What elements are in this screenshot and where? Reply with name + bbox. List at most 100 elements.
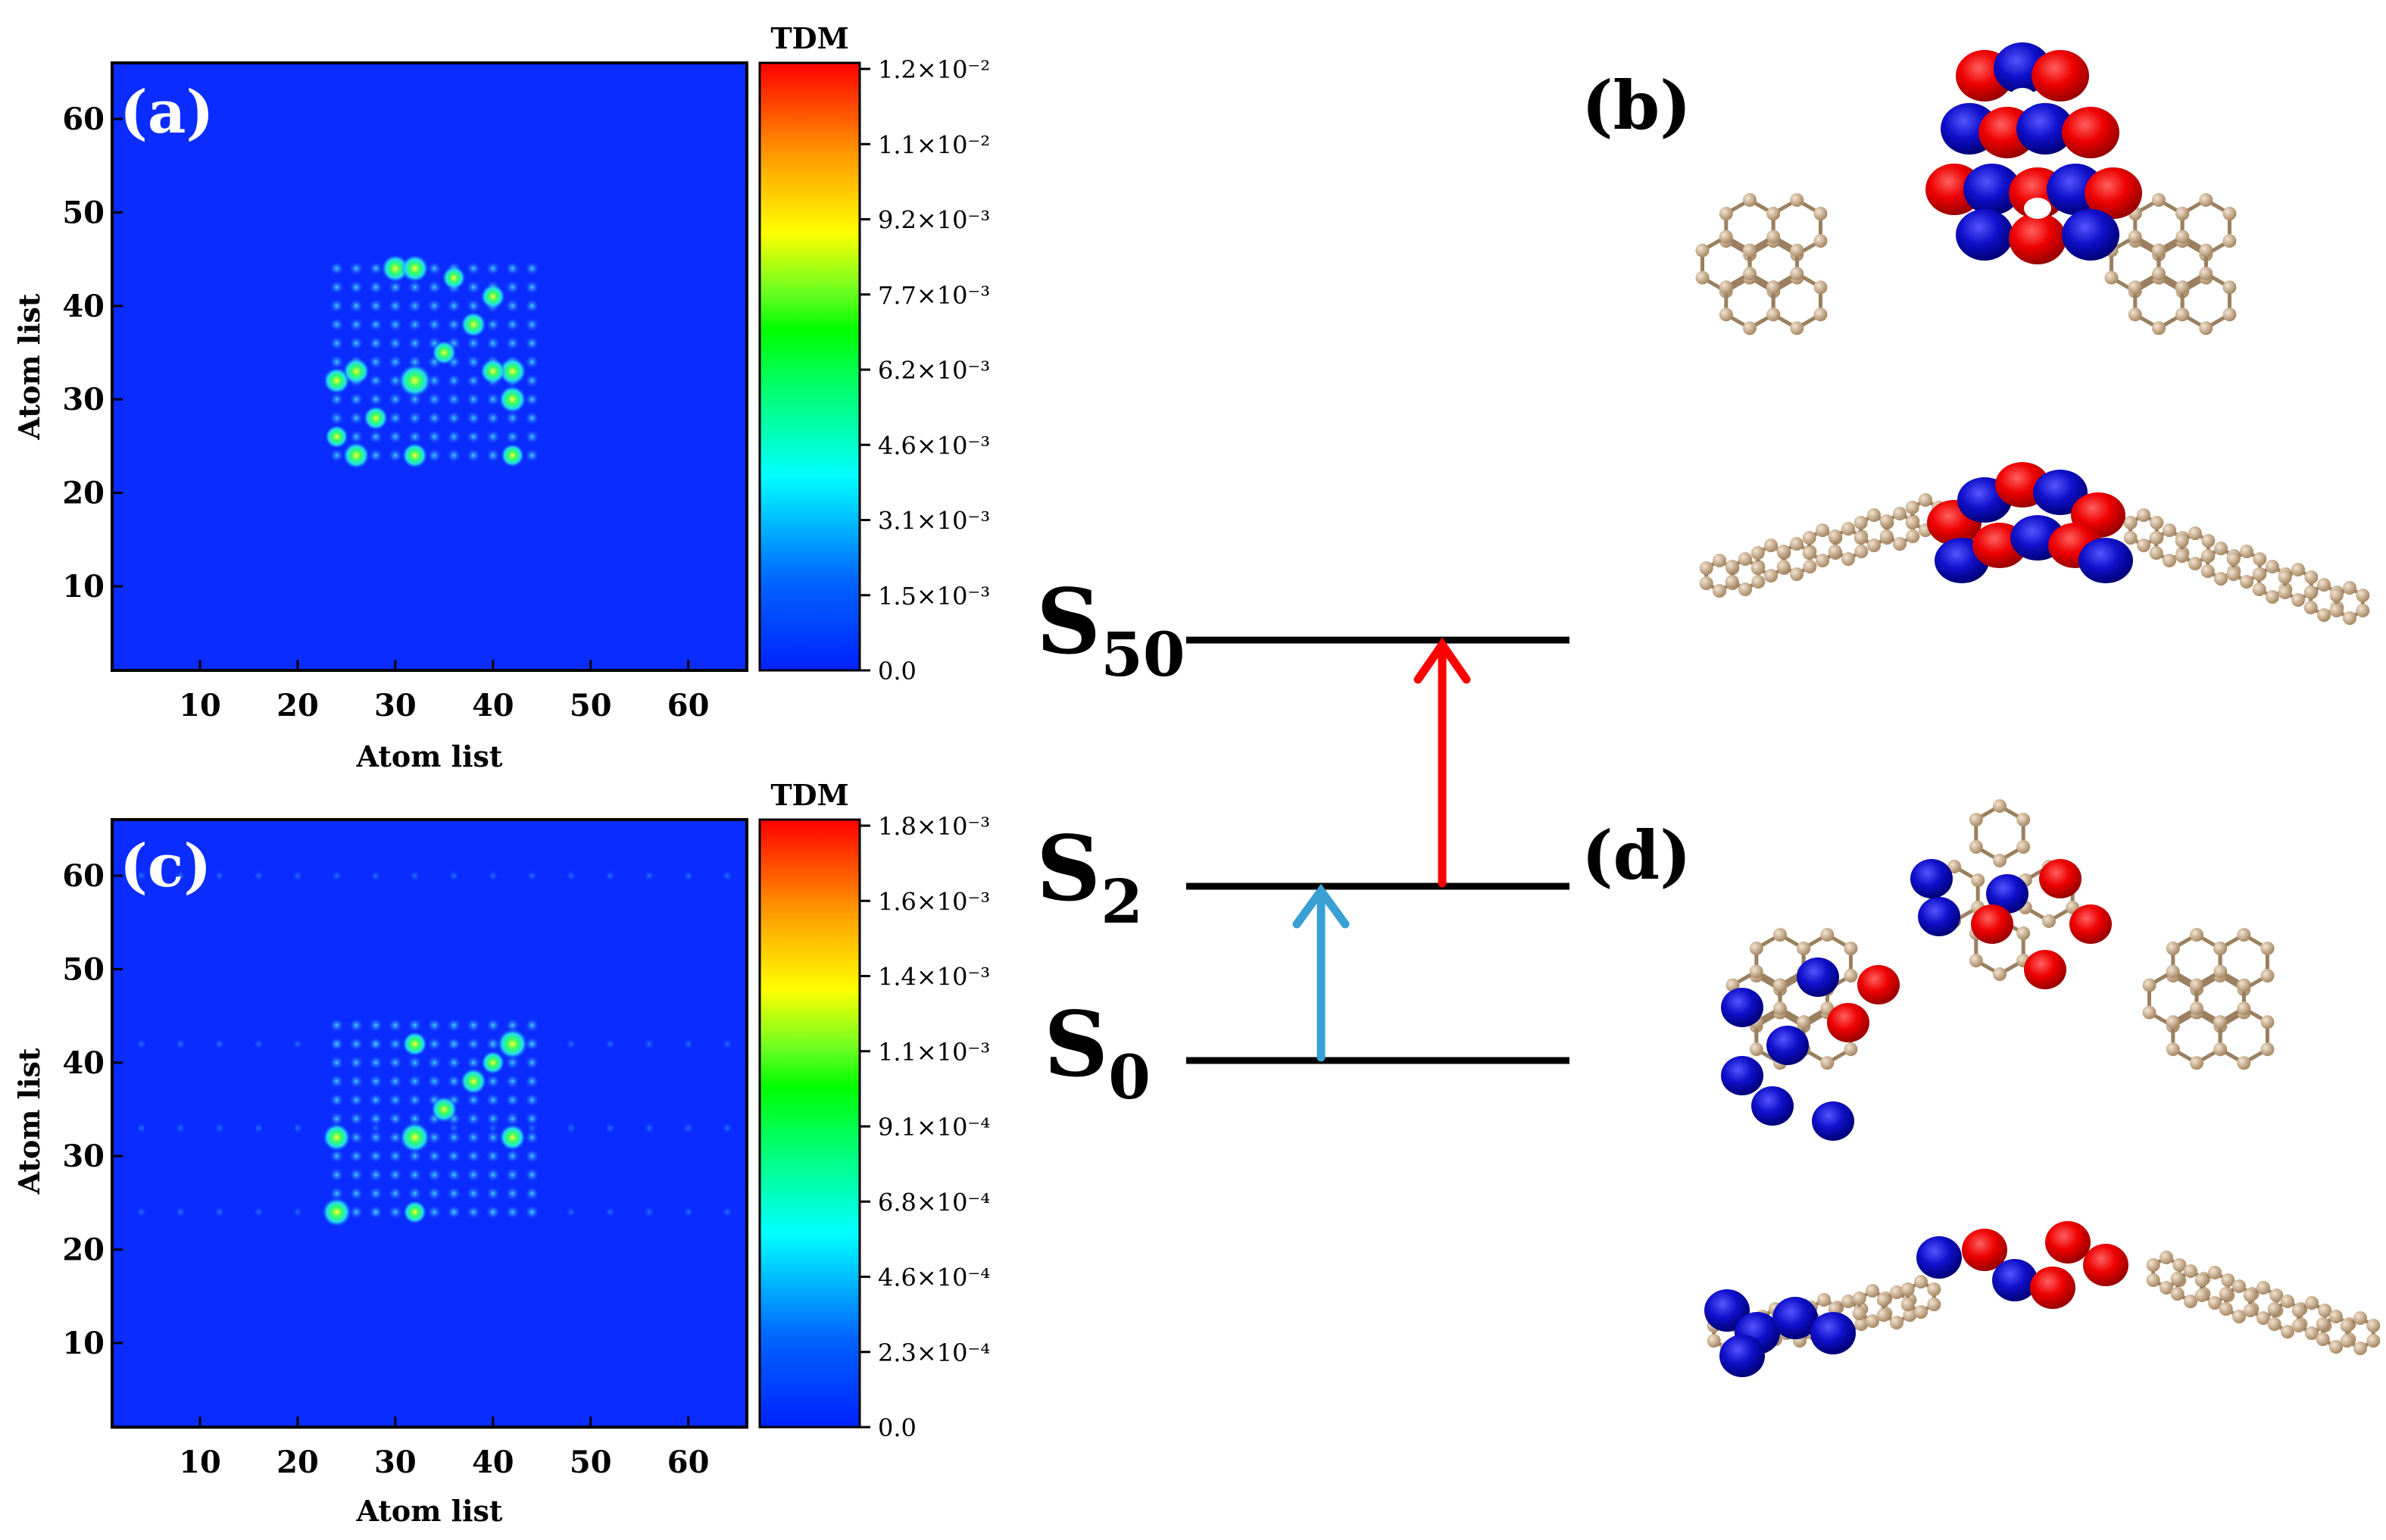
carbon-atom <box>1852 1292 1866 1305</box>
heatmap-a-grid-spot <box>525 392 539 407</box>
heatmap-c-grid-spot <box>388 1149 402 1164</box>
heatmap-a-grid-spot <box>486 448 500 463</box>
heatmap-a-grid-spot <box>467 298 481 313</box>
carbon-atom <box>2142 978 2156 992</box>
heatmap-c-grid-spot <box>427 1186 442 1201</box>
carbon-atom <box>1719 308 1733 322</box>
heatmap-a-peak <box>325 425 348 448</box>
heatmap-a-grid-spot <box>505 261 520 276</box>
heatmap-c-grid-spot <box>486 1093 500 1107</box>
heatmap-a-grid-spot <box>369 280 383 295</box>
carbon-atom <box>2340 1319 2354 1332</box>
heatmap-a-peak <box>498 358 526 386</box>
heatmap-a-y-tick-label: 40 <box>62 289 105 324</box>
carbon-atom <box>2318 1304 2332 1317</box>
carbon-atom <box>2175 549 2189 563</box>
heatmap-c-faint-spot <box>487 1207 498 1218</box>
heatmap-c-faint-spot <box>565 1207 576 1218</box>
carbon-atom <box>2340 1334 2354 1348</box>
heatmap-c-peak <box>431 1096 458 1123</box>
carbon-atom <box>1797 1015 1811 1029</box>
heatmap-a-colorbar-tick-label: 6.2×10⁻³ <box>878 356 990 385</box>
heatmap-c-grid-spot <box>486 1167 500 1182</box>
heatmap-c-y-tick-label: 30 <box>62 1139 105 1174</box>
heatmap-c-faint-spot <box>253 1039 264 1050</box>
negative-lobe <box>1721 1056 1763 1095</box>
carbon-atom <box>2214 572 2228 586</box>
heatmap-a-grid-spot <box>467 411 481 425</box>
level-s2-label: S2 <box>1036 816 1143 937</box>
heatmap-c-faint-spot <box>487 870 498 882</box>
heatmap-a-grid-spot <box>369 392 383 407</box>
heatmap-c-grid-spot <box>505 1167 520 1182</box>
heatmap-c-faint-spot <box>214 1123 225 1134</box>
heatmap-c-grid-spot <box>525 1130 539 1145</box>
heatmap-c-grid-spot <box>427 1074 442 1089</box>
heatmap-c-grid-spot <box>525 1186 539 1201</box>
heatmap-c-faint-spot <box>682 1039 694 1050</box>
heatmap-c-grid-spot <box>467 1093 481 1107</box>
heatmap-c-grid-spot <box>427 1055 442 1070</box>
heatmap-a-grid-spot <box>427 411 442 425</box>
carbon-atom <box>2042 914 2056 928</box>
heatmap-c-grid-spot <box>408 1018 422 1032</box>
molecule-b <box>1695 42 2370 625</box>
heatmap-c-x-tick-label: 30 <box>374 1445 417 1480</box>
carbon-atom <box>2304 570 2319 584</box>
heatmap-c-faint-spot <box>487 1123 498 1134</box>
heatmap-c-grid-spot <box>408 1149 422 1164</box>
heatmap-a-grid-spot <box>427 280 442 295</box>
heatmap-c-faint-spot <box>604 1039 616 1050</box>
heatmap-c-faint-spot <box>722 1123 733 1134</box>
carbon-atom <box>2252 567 2266 581</box>
heatmap-a-grid-spot <box>408 430 422 444</box>
heatmap-c-faint-spot <box>370 870 382 882</box>
heatmap-c-peak <box>481 1051 505 1075</box>
heatmap-c-peak <box>460 1068 487 1095</box>
carbon-atom <box>2152 267 2166 281</box>
heatmap-a-grid-spot <box>447 392 461 407</box>
carbon-atom <box>2353 1342 2367 1355</box>
heatmap-a-grid-spot <box>447 317 461 332</box>
negative-lobe <box>2062 209 2119 261</box>
carbon-atom <box>1750 561 1765 575</box>
heatmap-c-faint-spot <box>644 1123 655 1134</box>
heatmap-c-colorbar-tick-label: 1.1×10⁻³ <box>878 1038 990 1067</box>
carbon-atom <box>1764 539 1778 552</box>
carbon-atom <box>1695 270 1710 285</box>
carbon-atom <box>2219 1302 2233 1316</box>
heatmap-c-grid-spot <box>329 1167 344 1182</box>
carbon-atom <box>2329 589 2344 602</box>
carbon-atom <box>1699 576 1713 590</box>
carbon-atom <box>1927 1282 1941 1296</box>
carbon-atom <box>2194 1289 2209 1302</box>
heatmap-c-grid-spot <box>427 1018 442 1032</box>
heatmap-c-faint-spot <box>526 1207 538 1218</box>
heatmap-a-grid-spot <box>369 298 383 313</box>
carbon-atom <box>1749 964 1763 979</box>
heatmap-a-colorbar-tick-label: 0.0 <box>878 657 917 686</box>
heatmap-c-y-tick-label: 50 <box>62 951 105 987</box>
heatmap-a-grid-spot <box>505 411 520 425</box>
carbon-atom <box>2260 1015 2275 1029</box>
heatmap-c-faint-spot <box>722 1039 733 1050</box>
carbon-atom <box>2237 928 2251 942</box>
carbon-atom <box>2317 578 2331 592</box>
heatmap-c-faint-spot <box>175 1207 186 1218</box>
heatmap-c-grid-spot <box>427 1149 442 1164</box>
positive-lobe <box>1857 965 1900 1004</box>
heatmap-c-grid-spot <box>408 1167 422 1182</box>
heatmap-c-grid-spot <box>427 1037 442 1051</box>
carbon-atom <box>2208 1266 2222 1279</box>
carbon-atom <box>2163 554 2176 567</box>
heatmap-c-faint-spot <box>409 870 420 882</box>
carbon-atom <box>2189 978 2203 992</box>
heatmap-c-grid-spot <box>525 1167 539 1182</box>
heatmap-a-grid-spot <box>427 392 442 407</box>
negative-lobe <box>1719 1335 1765 1377</box>
carbon-atom <box>2226 567 2241 581</box>
carbon-atom <box>1890 1316 1903 1329</box>
heatmap-c-faint-spot <box>331 1039 342 1050</box>
carbon-atom <box>2222 234 2237 248</box>
